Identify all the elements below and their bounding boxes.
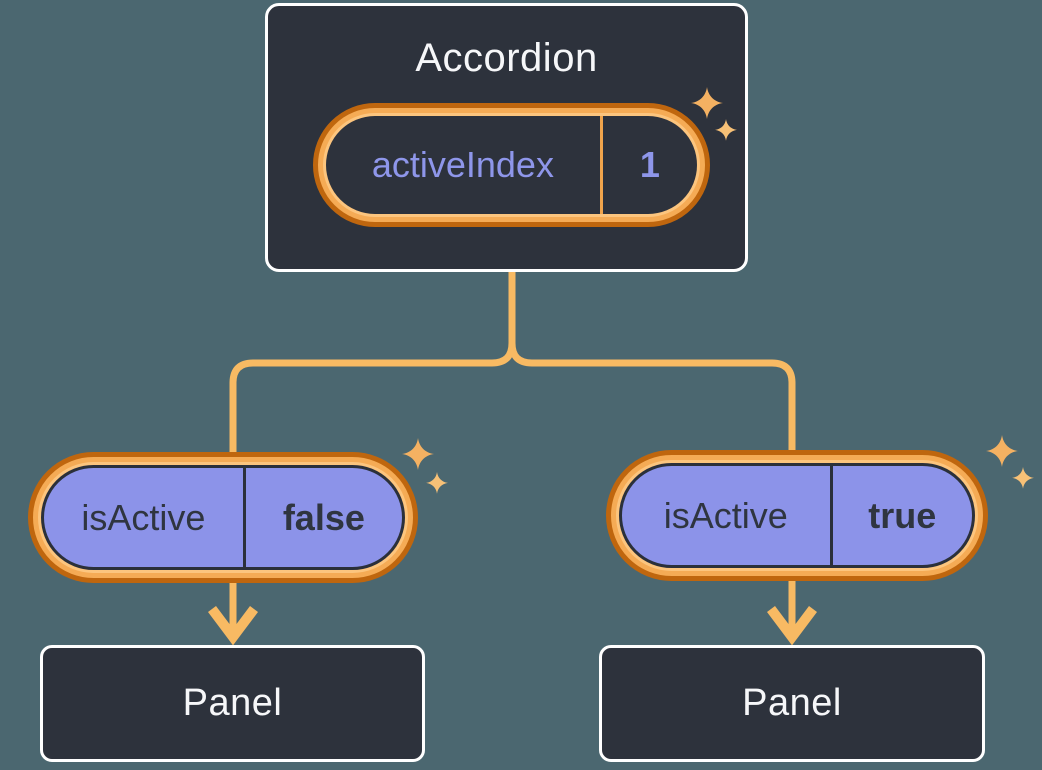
- state-name-label: activeIndex: [371, 144, 554, 185]
- state-value-label: 1: [639, 144, 660, 185]
- prop-name-label: isActive: [663, 494, 788, 536]
- panel-component-box-right: Panel: [599, 645, 985, 762]
- prop-pill-isactive-false: isActive false: [28, 452, 418, 583]
- panel-title: Panel: [182, 682, 283, 724]
- connector-right-branch: [508, 270, 796, 630]
- panel-title: Panel: [742, 682, 842, 724]
- prop-pill-body: isActive true: [619, 463, 975, 568]
- arrowhead-left-icon: [208, 606, 258, 646]
- prop-pill-body: isActive false: [41, 465, 405, 570]
- sparkles-icon: [691, 87, 737, 141]
- prop-value-label: true: [868, 494, 937, 536]
- prop-pill-isactive-true: isActive true: [606, 450, 988, 581]
- arrowhead-right-icon: [767, 606, 817, 646]
- pill-divider: [599, 116, 603, 214]
- prop-name-label: isActive: [81, 496, 206, 538]
- panel-component-box-left: Panel: [40, 645, 425, 762]
- sparkles-icon: [402, 438, 448, 494]
- pill-divider: [829, 466, 833, 565]
- prop-value-label: false: [282, 496, 365, 538]
- state-pill-activeindex: activeIndex 1: [313, 103, 710, 227]
- accordion-title: Accordion: [415, 36, 598, 80]
- state-pill-body: activeIndex 1: [326, 116, 697, 214]
- sparkles-icon: [986, 435, 1034, 489]
- pill-divider: [242, 468, 246, 567]
